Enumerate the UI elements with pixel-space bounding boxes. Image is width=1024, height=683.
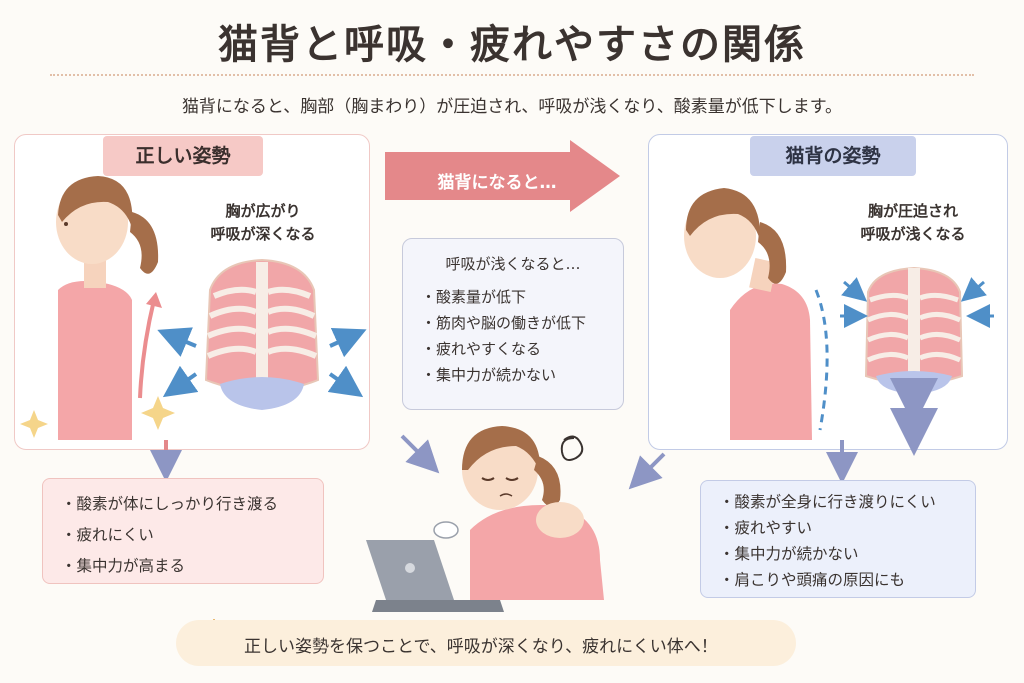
transition-arrow — [385, 140, 620, 212]
tired-woman-illustration — [366, 426, 604, 612]
list-item: 酸素量が低下 — [421, 284, 605, 310]
correct-caption: 胸が広がり 呼吸が深くなる — [188, 200, 338, 246]
list-item: 集中力が高まる — [61, 551, 305, 582]
expanded-ribcage-illustration — [157, 258, 367, 410]
list-item: 疲れやすくなる — [421, 336, 605, 362]
list-item: 疲れにくい — [61, 520, 305, 551]
hunched-caption-line-1: 胸が圧迫され — [867, 202, 958, 220]
effects-box: 酸素が全身に行き渡りにくい 疲れやすい 集中力が続かない 肩こりや頭痛の原因にも — [700, 480, 976, 598]
title-divider — [50, 74, 974, 76]
page-title: 猫背と呼吸・疲れやすさの関係 — [218, 22, 806, 68]
summary-banner-text: 正しい姿勢を保つことで、呼吸が深くなり、疲れにくい体へ！ — [244, 637, 718, 657]
list-item: 筋肉や脳の働きが低下 — [421, 310, 605, 336]
list-item: 集中力が続かない — [421, 362, 605, 388]
correct-caption-line-2: 呼吸が深くなる — [210, 225, 316, 243]
hunched-posture-label: 猫背の姿勢 — [750, 136, 916, 176]
diagonal-arrow-icon — [400, 434, 440, 474]
diagonal-arrow-icon — [628, 452, 666, 490]
list-item: 肩こりや頭痛の原因にも — [719, 567, 957, 593]
benefits-box: 酸素が体にしっかり行き渡る 疲れにくい 集中力が高まる — [42, 478, 324, 584]
correct-posture-label: 正しい姿勢 — [103, 136, 263, 176]
shallow-breathing-box: 呼吸が浅くなると… 酸素量が低下 筋肉や脳の働きが低下 疲れやすくなる 集中力が… — [402, 238, 624, 410]
sparkle-icon — [141, 396, 175, 430]
list-item: 集中力が続かない — [719, 541, 957, 567]
sparkle-icon — [20, 410, 48, 438]
summary-banner — [176, 620, 796, 666]
list-item: 酸素が全身に行き渡りにくい — [719, 489, 957, 515]
list-item: 酸素が体にしっかり行き渡る — [61, 489, 305, 520]
page-subtitle: 猫背になると、胸部（胸まわり）が圧迫され、呼吸が浅くなり、酸素量が低下します。 — [181, 97, 843, 117]
hunched-woman-illustration — [684, 188, 829, 440]
hunched-caption: 胸が圧迫され 呼吸が浅くなる — [838, 200, 988, 246]
list-item: 疲れやすい — [719, 515, 957, 541]
upright-woman-illustration — [56, 176, 162, 440]
compressed-ribcage-illustration — [840, 266, 994, 456]
transition-arrow-label: 猫背になると… — [437, 173, 557, 193]
hunched-caption-line-2: 呼吸が浅くなる — [860, 225, 966, 243]
shallow-breathing-heading: 呼吸が浅くなると… — [445, 255, 581, 273]
correct-caption-line-1: 胸が広がり — [225, 202, 301, 220]
